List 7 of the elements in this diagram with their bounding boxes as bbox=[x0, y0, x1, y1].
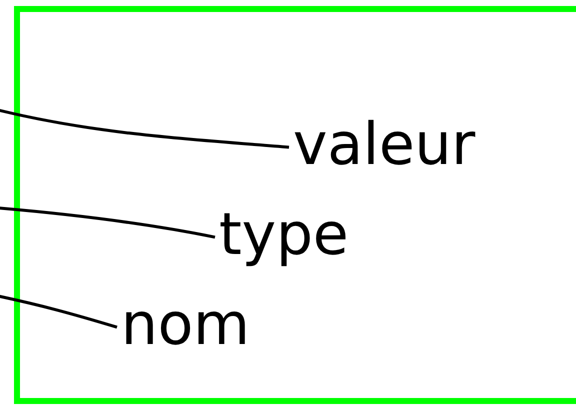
leader-line bbox=[0, 108, 290, 149]
leader-line bbox=[0, 206, 216, 239]
frame-box bbox=[14, 6, 576, 404]
part-label: valeur bbox=[293, 112, 476, 176]
part-label: nom bbox=[121, 292, 250, 356]
part-label: type bbox=[219, 202, 349, 266]
leader-line bbox=[0, 294, 118, 329]
